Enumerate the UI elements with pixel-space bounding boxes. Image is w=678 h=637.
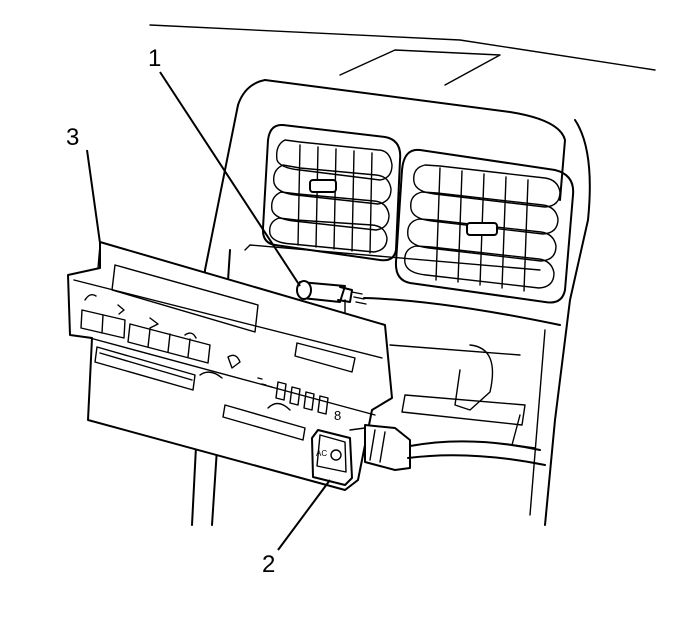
leader-line-1 — [159, 71, 301, 287]
leader-line-2 — [277, 479, 331, 551]
temperature-sensor — [296, 280, 561, 326]
hvac-control-panel: 8 — [67, 241, 393, 491]
ac-switch: AC — [311, 429, 353, 486]
wire-harness-connector — [349, 424, 546, 471]
right-air-vent — [394, 148, 575, 304]
left-air-vent — [261, 123, 402, 262]
leader-line-3 — [86, 149, 101, 244]
callout-3: 3 — [66, 124, 79, 151]
indicator-glyph: 8 — [334, 408, 341, 423]
callout-1: 1 — [148, 45, 161, 72]
ac-switch-label: AC — [316, 449, 327, 458]
callout-2: 2 — [262, 551, 275, 578]
